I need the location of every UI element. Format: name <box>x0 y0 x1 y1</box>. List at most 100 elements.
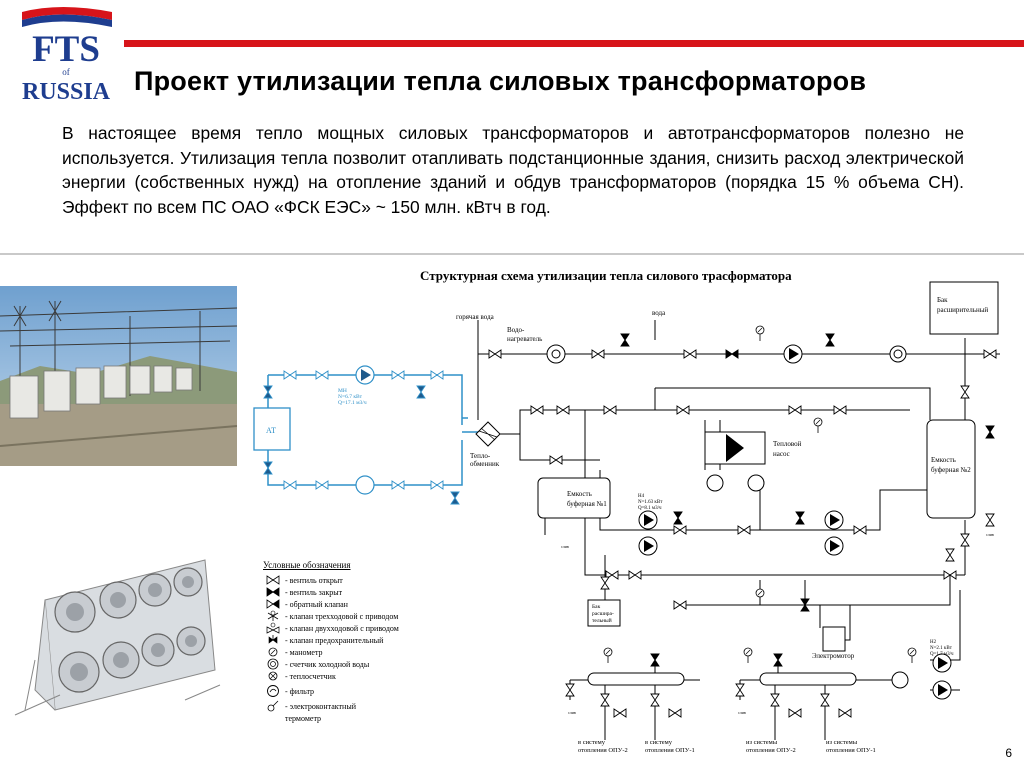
electromotor-label: Электромотор <box>812 652 855 660</box>
filter-icon <box>267 685 279 697</box>
expansion-tank-box <box>929 281 999 335</box>
logo-flag-red-stripe <box>22 7 112 20</box>
at-label: АТ <box>266 426 276 435</box>
primary-loop-pump <box>355 365 375 385</box>
heat-pump-label-2: насос <box>773 450 790 458</box>
header-red-rule <box>124 40 1024 47</box>
buffer-tank-2 <box>926 419 976 519</box>
legend-label: - манометр <box>285 647 323 657</box>
meters-and-filters <box>706 345 909 689</box>
legend-title: Условные обозначения <box>263 560 351 570</box>
logo-russia-text: RUSSIA <box>22 79 111 105</box>
water-heater-label-1: Водо- <box>507 326 525 334</box>
buffer2-label-2: буферная №2 <box>931 466 971 474</box>
two-way-valve-icon <box>266 622 280 634</box>
legend-label: - обратный клапан <box>285 599 348 609</box>
pump-mn-flow: Q=17.1 м3/ч <box>338 400 367 406</box>
secondary-valves <box>488 333 997 718</box>
secondary-pipes <box>477 338 1000 740</box>
buffer1-label-2: буферная №1 <box>567 500 607 508</box>
contact-thermometer-icon <box>267 700 279 712</box>
legend-label: - теплосчетчик <box>285 671 336 681</box>
pump-n2-label: Н2 <box>930 640 937 645</box>
to-opu1-label-1: в систему <box>645 739 673 746</box>
buffer2-label-1: Емкость <box>931 456 956 464</box>
expansion-tank-label-1: Бак <box>937 296 948 304</box>
legend-label: - счетчик холодной воды <box>285 659 370 669</box>
slide-title: Проект утилизации тепла силовых трансфор… <box>134 66 867 96</box>
pump-mn-label: МН <box>338 388 347 394</box>
heat-exchanger-label-1: Тепло- <box>470 452 491 460</box>
water-meter-icon <box>267 658 279 670</box>
to-opu2-label-1: в систему <box>578 739 606 746</box>
valve-open-icon <box>266 575 280 585</box>
legend-item-heat-meter: - теплосчетчик <box>263 670 423 682</box>
pump-n4-power: N=1.63 кВт <box>638 500 663 505</box>
distribution-header-left <box>587 672 685 686</box>
water-label: вода <box>652 309 666 317</box>
pump-n2-flow: Q=1.7 м3/ч <box>930 652 954 657</box>
buffer-tank-1 <box>537 477 611 519</box>
logo-flag-blue-stripe <box>22 14 112 27</box>
fts-russia-logo: FTS of RUSSIA <box>22 7 112 105</box>
heat-recovery-structural-diagram: Структурная схема утилизации тепла силов… <box>253 268 1000 754</box>
pump-mn-power: N=6.7 кВт <box>338 394 363 400</box>
legend-item-filter: - фильтр <box>263 682 423 700</box>
legend-item-thermometer: - электроконтактный <box>263 700 423 712</box>
radiator-cooler-photo <box>5 540 225 720</box>
primary-loop-pipes <box>267 374 478 486</box>
heat-pump-symbol <box>726 434 744 462</box>
distribution-header-right <box>759 672 857 686</box>
from-opu2-label-1: из системы <box>746 739 778 746</box>
pump-n4-label: Н4 <box>638 494 645 499</box>
legend-label: термометр <box>285 713 322 723</box>
legend-label: - вентиль закрыт <box>285 587 343 597</box>
separator-line <box>0 253 1024 255</box>
water-heater-label-2: нагреватель <box>507 335 542 343</box>
valve-closed-icon <box>266 587 280 597</box>
expansion-tank-label-2: расширительный <box>937 306 988 314</box>
legend-label: - вентиль открыт <box>285 575 343 585</box>
small-tank-label-3: тельный <box>592 617 612 624</box>
logo-fts-text: FTS <box>32 29 100 70</box>
legend-label: - клапан предохранительный <box>285 635 384 645</box>
pump-n2-power: N=2.1 кВт <box>930 646 953 651</box>
legend-item-check-valve: - обратный клапан <box>263 598 423 610</box>
svg-text:слив: слив <box>986 532 994 537</box>
check-valve-icon <box>266 599 280 609</box>
from-opu2-label-2: отопления ОПУ-2 <box>746 747 796 754</box>
legend-item-water-meter: - счетчик холодной воды <box>263 658 423 670</box>
to-opu1-label-2: отопления ОПУ-1 <box>645 747 695 754</box>
heat-meter-icon <box>268 671 278 681</box>
buffer1-label-1: Емкость <box>567 490 592 498</box>
diagram-title: Структурная схема утилизации тепла силов… <box>420 268 792 283</box>
svg-text:слив: слив <box>738 710 746 715</box>
electromotor-box <box>822 626 846 652</box>
pump-n4-flow: Q=8.1 м3/ч <box>638 506 662 511</box>
heat-exchanger-label-2: обменник <box>470 460 500 468</box>
pumps <box>638 344 952 700</box>
primary-loop-filter <box>355 475 375 495</box>
from-opu1-label-2: отопления ОПУ-1 <box>826 747 876 754</box>
legend-label: - клапан двухходовой с приводом <box>285 623 399 633</box>
three-way-valve-icon <box>267 610 279 621</box>
hot-water-label: горячая вода <box>456 313 495 321</box>
logo-of-text: of <box>62 67 70 77</box>
autotransformer-box <box>253 407 291 451</box>
small-tank-label-2: расшира- <box>592 611 614 617</box>
to-opu2-label-2: отопления ОПУ-2 <box>578 747 628 754</box>
legend-item-two-way-valve: - клапан двухходовой с приводом <box>263 622 423 634</box>
legend-item-safety-valve: - клапан предохранительный <box>263 634 423 646</box>
from-opu1-label-1: из системы <box>826 739 858 746</box>
svg-text:слив: слив <box>561 544 569 549</box>
legend-label: - электроконтактный <box>285 701 356 711</box>
page-number: 6 <box>1005 746 1012 760</box>
small-expansion-tank <box>587 599 621 627</box>
body-paragraph: В настоящее время тепло мощных силовых т… <box>62 123 964 217</box>
manometer-icon <box>268 647 278 657</box>
svg-text:слив: слив <box>568 710 576 715</box>
diagram-legend: Условные обозначения - вентиль открыт - … <box>263 560 423 724</box>
small-tank-label-1: Бак <box>592 604 601 610</box>
legend-item-valve-open: - вентиль открыт <box>263 574 423 586</box>
legend-label: - фильтр <box>285 686 315 696</box>
